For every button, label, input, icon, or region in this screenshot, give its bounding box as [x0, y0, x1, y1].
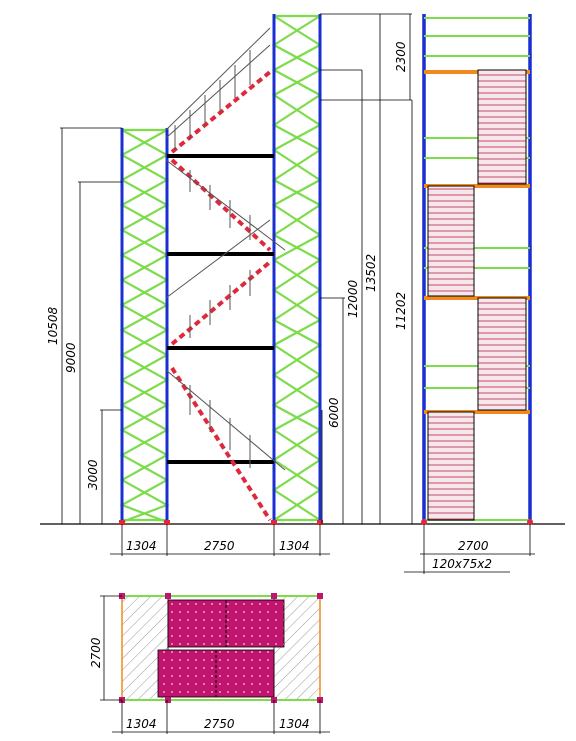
dim-profile: 120x75x2: [432, 557, 492, 571]
stair-flights: [170, 70, 272, 522]
dim-13502: 13502: [364, 254, 378, 292]
left-tower-braces: [119, 128, 170, 524]
side-feet: [421, 519, 533, 525]
posts: [120, 14, 322, 522]
left-dimension-lines: [60, 127, 122, 524]
dim-2750: 2750: [204, 539, 235, 553]
front-elevation: [119, 14, 323, 525]
dim-2700-side: 2700: [458, 539, 489, 553]
landing-beams: [167, 154, 274, 464]
dim-3000: 3000: [86, 459, 100, 490]
plan-view: [100, 593, 330, 734]
dim-9000: 9000: [64, 342, 78, 373]
dim-6000: 6000: [327, 397, 341, 428]
dim-plan-2750: 2750: [204, 717, 235, 731]
dim-2300: 2300: [394, 41, 408, 72]
handrails: [165, 27, 286, 471]
dim-plan-1304-right: 1304: [279, 717, 310, 731]
dim-2700-plan: 2700: [89, 637, 103, 668]
dim-1304-left: 1304: [126, 539, 157, 553]
dim-10508: 10508: [46, 306, 60, 345]
bottom-dimension-lines: [110, 524, 535, 574]
dim-12000: 12000: [346, 279, 360, 318]
side-stair-panels: [427, 69, 527, 521]
base-feet: [119, 520, 323, 525]
dim-plan-1304-left: 1304: [126, 717, 157, 731]
dim-1304-right: 1304: [279, 539, 310, 553]
dim-11202: 11202: [394, 292, 408, 330]
side-elevation: [421, 14, 533, 525]
right-tower-braces: [271, 14, 323, 522]
right-dimension-lines: [320, 13, 413, 524]
